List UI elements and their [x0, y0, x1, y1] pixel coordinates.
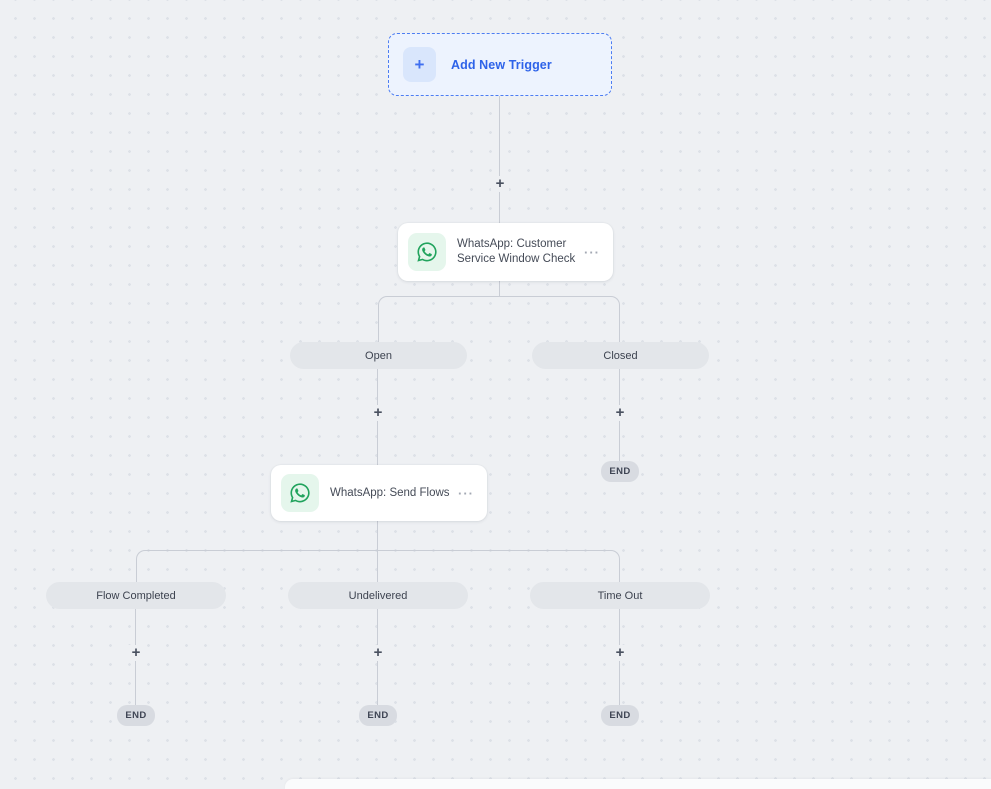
- add-new-trigger-button[interactable]: + Add New Trigger: [388, 33, 612, 96]
- branch-pill-time-out: Time Out: [530, 582, 710, 609]
- add-step-button[interactable]: +: [369, 405, 387, 421]
- end-terminator: END: [359, 705, 397, 726]
- connector-node-stub: [499, 281, 500, 297]
- add-step-button[interactable]: +: [611, 645, 629, 661]
- add-new-trigger-label: Add New Trigger: [451, 57, 552, 72]
- connector-branch-open: [378, 296, 500, 342]
- add-step-button[interactable]: +: [369, 645, 387, 661]
- branch-pill-closed: Closed: [532, 342, 709, 369]
- plus-icon: +: [403, 47, 436, 82]
- node-title-line1: WhatsApp: Customer: [457, 238, 567, 250]
- node-whatsapp-send-flows[interactable]: WhatsApp: Send Flows ···: [271, 465, 487, 521]
- node-title-line2: Service Window Check: [457, 253, 576, 265]
- more-options-button[interactable]: ···: [458, 485, 474, 501]
- add-step-button[interactable]: +: [127, 645, 145, 661]
- more-options-button[interactable]: ···: [584, 244, 600, 260]
- node-title: WhatsApp: Customer Service Window Check: [457, 237, 581, 267]
- node-whatsapp-service-window-check[interactable]: WhatsApp: Customer Service Window Check …: [398, 223, 613, 281]
- branch-pill-open: Open: [290, 342, 467, 369]
- whatsapp-icon: [408, 233, 446, 271]
- connector-branch-closed: [500, 296, 620, 342]
- end-terminator: END: [601, 461, 639, 482]
- node-title: WhatsApp: Send Flows: [330, 486, 450, 499]
- end-terminator: END: [117, 705, 155, 726]
- whatsapp-icon: [281, 474, 319, 512]
- connector-branch-time-out: [378, 550, 620, 582]
- bottom-panel-edge: [285, 779, 991, 789]
- connector-trigger-to-node: [499, 96, 500, 223]
- end-terminator: END: [601, 705, 639, 726]
- branch-pill-flow-completed: Flow Completed: [46, 582, 226, 609]
- connector-branch-flow-completed: [136, 550, 378, 582]
- add-step-button[interactable]: +: [491, 176, 509, 192]
- branch-pill-undelivered: Undelivered: [288, 582, 468, 609]
- add-step-button[interactable]: +: [611, 405, 629, 421]
